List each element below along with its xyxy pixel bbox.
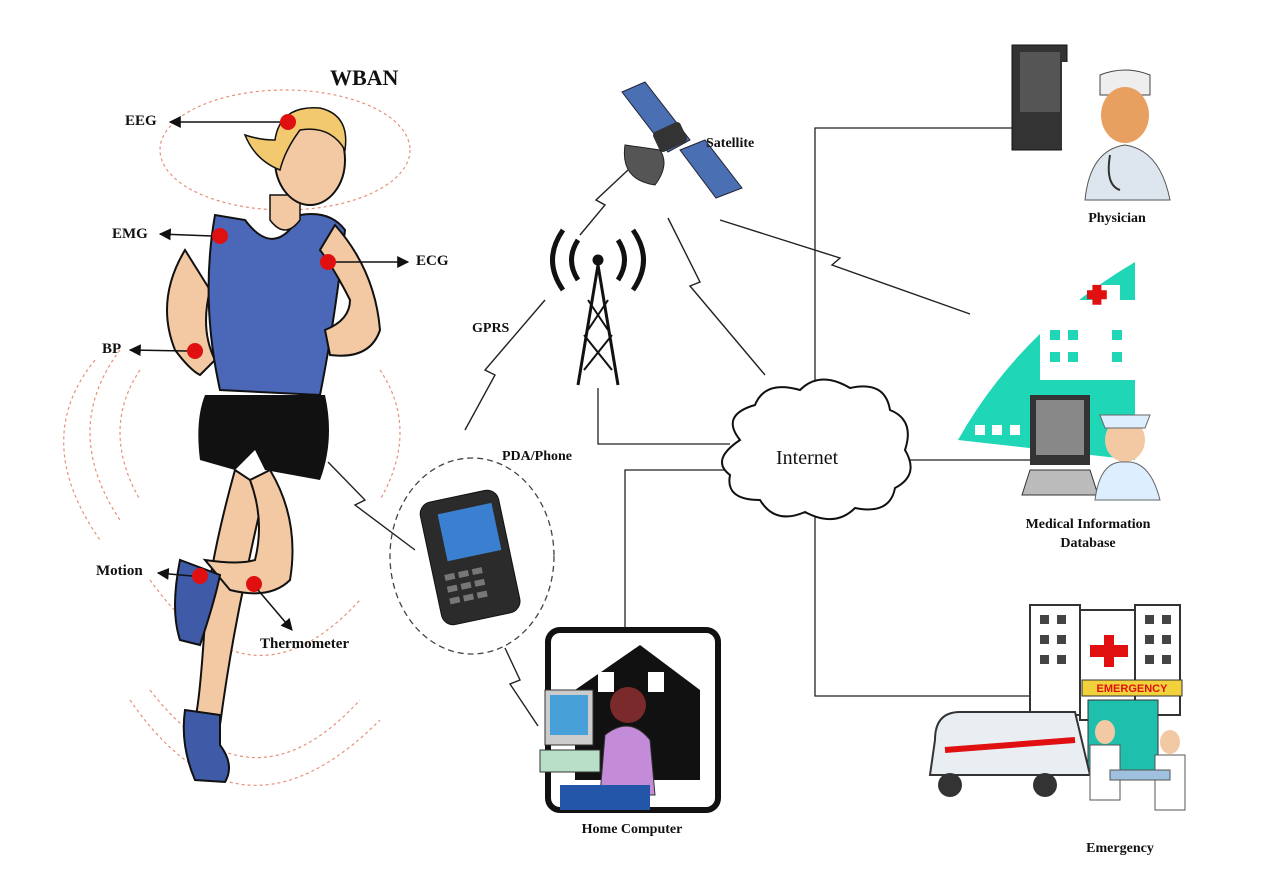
emg-label: EMG (112, 226, 148, 242)
internet-cloud (721, 378, 912, 520)
wireless-links (327, 169, 971, 727)
medical-database-label: Medical Information Database (1026, 516, 1151, 554)
medical-database-label-line1: Medical Information (1025, 517, 1151, 532)
satellite-label: Satellite (706, 136, 755, 151)
eeg-label: EEG (125, 113, 157, 129)
gprs-label: GPRS (472, 321, 510, 336)
pda-label: PDA/Phone (502, 449, 572, 464)
emergency-sign: EMERGENCY (1097, 683, 1169, 695)
body-area-field-arcs (63, 89, 411, 786)
satellite-icon (621, 81, 743, 199)
medical-database-icon (958, 262, 1161, 501)
eeg-sensor (280, 114, 296, 130)
network-lines (597, 127, 1032, 697)
sensor-arrows (128, 116, 410, 631)
thermometer-sensor (246, 576, 262, 592)
home-computer-icon (539, 627, 721, 813)
motion-label: Motion (96, 563, 143, 579)
sensor-dots (187, 114, 336, 592)
emergency-icon: EMERGENCY (928, 604, 1186, 811)
bp-sensor (187, 343, 203, 359)
thermometer-label: Thermometer (260, 636, 350, 652)
physician-icon (1011, 44, 1180, 207)
cell-tower-icon (550, 228, 646, 386)
medical-database-label-line2: Database (1060, 535, 1116, 551)
runner-figure (166, 107, 382, 784)
ecg-sensor (320, 254, 336, 270)
physician-label: Physician (1088, 211, 1146, 226)
wban-title: WBAN (330, 65, 399, 90)
bp-label: BP (102, 341, 122, 357)
home-computer-label: Home Computer (581, 822, 683, 837)
motion-sensor (192, 568, 208, 584)
internet-label: Internet (776, 447, 839, 469)
ecg-label: ECG (416, 253, 449, 269)
emergency-label: Emergency (1086, 841, 1154, 856)
emg-sensor (212, 228, 228, 244)
pda-phone-icon (389, 457, 555, 655)
